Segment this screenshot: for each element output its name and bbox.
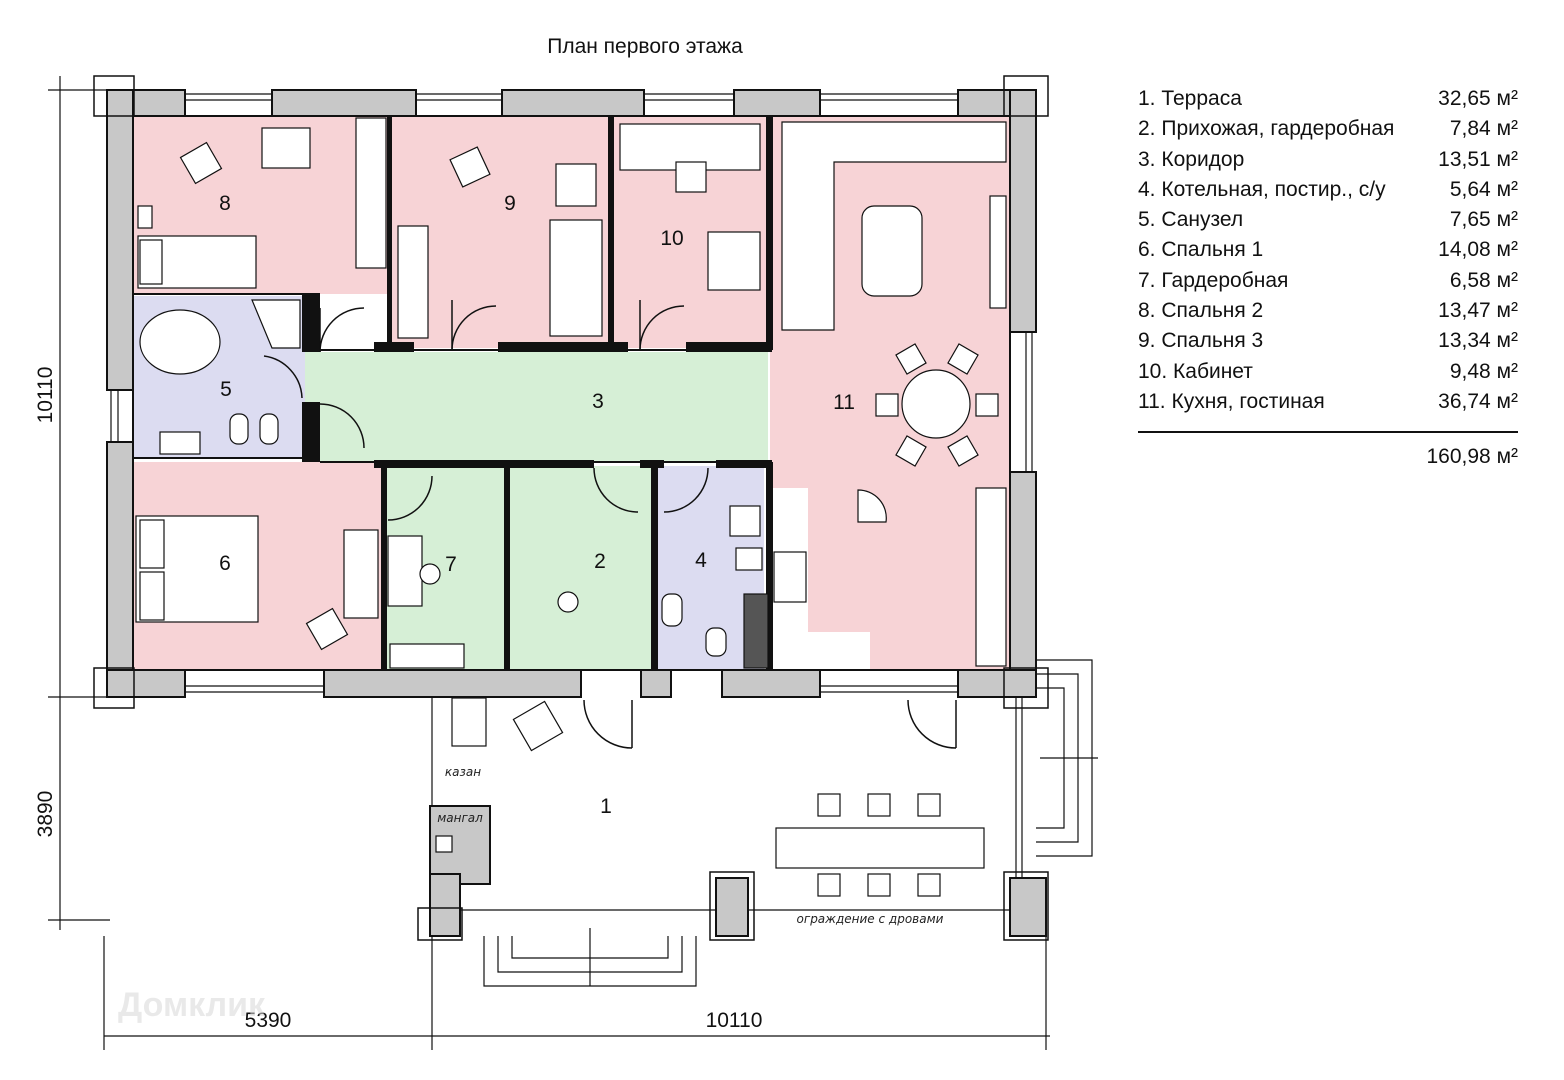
legend-room-name: 2. Прихожая, гардеробная [1138, 117, 1395, 141]
furniture [135, 117, 1007, 897]
room-numbers: 1 2 3 4 5 6 7 8 9 10 11 [219, 192, 855, 818]
fence-label: ограждение с дровами [797, 912, 944, 926]
room-number-11: 11 [833, 391, 855, 414]
plan-title: План первого этажа [547, 35, 743, 58]
corner-columns [93, 75, 1049, 941]
terrace-outline [431, 659, 1098, 987]
legend-room-area: 32,65 м² [1438, 87, 1518, 110]
windows [110, 93, 1033, 693]
mangal-label: мангал [437, 811, 483, 825]
walls [106, 89, 1047, 937]
legend-row: 11. Кухня, гостиная 36,74 м² [1138, 387, 1518, 417]
dimension-height-house: 10110 [34, 367, 57, 424]
legend-row: 8. Спальня 2 13,47 м² [1138, 296, 1518, 326]
room-number-8: 8 [219, 192, 231, 215]
legend-row: 4. Котельная, постир., с/у 5,64 м² [1138, 175, 1518, 205]
legend-room-name: 6. Спальня 1 [1138, 238, 1264, 262]
legend-room-area: 13,47 м² [1438, 299, 1518, 323]
legend-room-name: 10. Кабинет [1138, 359, 1253, 383]
legend-room-name: 3. Коридор [1138, 147, 1245, 171]
legend-room-name: 7. Гардеробная [1138, 268, 1289, 292]
room-number-7: 7 [445, 553, 457, 576]
legend-room-name: 9. Спальня 3 [1138, 329, 1264, 353]
room-number-3: 3 [592, 390, 604, 413]
legend-total-area: 160,98 м² [1426, 445, 1519, 469]
room-3-fill [305, 352, 768, 462]
legend-row: 2. Прихожая, гардеробная 7,84 м² [1138, 114, 1518, 144]
watermark: Домклик [118, 986, 266, 1024]
door-swings [263, 300, 957, 749]
interior-wall-thick [302, 116, 772, 670]
legend-row: 9. Спальня 3 13,34 м² [1138, 326, 1518, 356]
legend-room-name: 1. Терраса [1138, 87, 1242, 110]
legend-room-area: 9,48 м² [1449, 359, 1518, 383]
room-number-4: 4 [695, 549, 707, 572]
room-number-9: 9 [504, 192, 516, 215]
room-number-2: 2 [594, 550, 606, 573]
legend-row: 7. Гардеробная 6,58 м² [1138, 266, 1518, 296]
legend-room-name: 5. Санузел [1138, 208, 1244, 232]
room-number-6: 6 [219, 552, 231, 575]
legend-room-area: 14,08 м² [1438, 238, 1518, 262]
legend-room-area: 7,84 м² [1449, 117, 1518, 141]
legend-room-name: 4. Котельная, постир., с/у [1138, 177, 1386, 201]
legend-room-area: 7,65 м² [1449, 208, 1518, 232]
legend-row: 5. Санузел 7,65 м² [1138, 205, 1518, 235]
dimension-width-right: 10110 [706, 1009, 763, 1032]
kitchen-bottom-counter [770, 632, 870, 670]
room-legend: 1. Терраса 32,65 м² 2. Прихожая, гардеробн… [1138, 84, 1518, 469]
legend-room-name: 8. Спальня 2 [1138, 299, 1264, 323]
legend-room-area: 13,51 м² [1438, 147, 1518, 171]
dimension-height-terrace: 3890 [34, 791, 57, 838]
legend-row: 1. Терраса 32,65 м² [1138, 84, 1518, 114]
room-number-1: 1 [600, 795, 612, 818]
legend-rows: 1. Терраса 32,65 м² 2. Прихожая, гардеробн… [1138, 84, 1518, 417]
legend-divider [1138, 431, 1518, 434]
room-number-10: 10 [660, 227, 683, 250]
legend-row: 3. Коридор 13,51 м² [1138, 145, 1518, 175]
legend-row: 6. Спальня 1 14,08 м² [1138, 235, 1518, 265]
room-2-fill [510, 466, 652, 670]
legend-room-area: 36,74 м² [1438, 389, 1518, 413]
legend-room-area: 13,34 м² [1438, 329, 1518, 353]
legend-room-name: 11. Кухня, гостиная [1138, 389, 1325, 413]
legend-row: 10. Кабинет 9,48 м² [1138, 357, 1518, 387]
kazan-label: казан [445, 765, 481, 779]
dimension-lines [48, 76, 1050, 1050]
legend-room-area: 6,58 м² [1449, 268, 1518, 292]
legend-room-area: 5,64 м² [1449, 177, 1518, 201]
room-number-5: 5 [220, 378, 232, 401]
dimension-width-left: 5390 [245, 1009, 292, 1032]
